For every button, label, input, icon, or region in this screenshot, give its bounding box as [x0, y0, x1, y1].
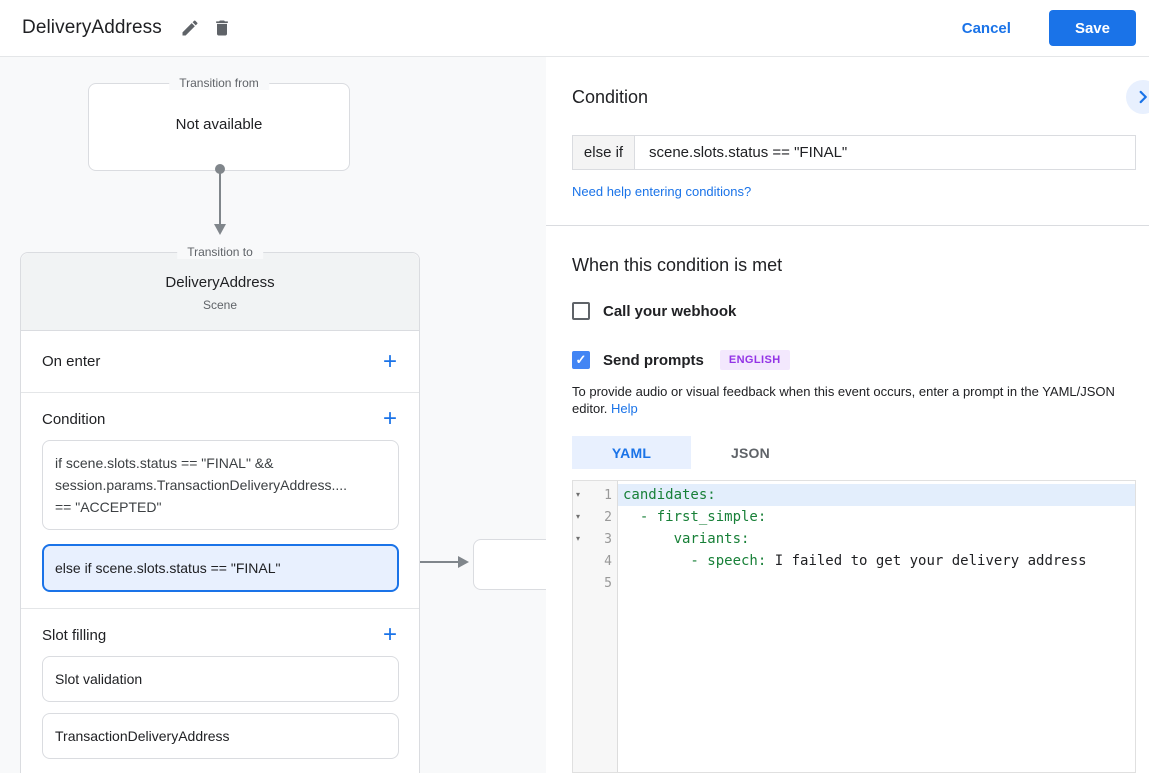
line-number: 2	[604, 509, 612, 525]
fold-icon[interactable]: ▾	[576, 512, 581, 521]
prompts-description: To provide audio or visual feedback when…	[572, 383, 1132, 417]
slot-filling-section: Slot filling + Slot validation Transacti…	[21, 609, 419, 773]
transition-from-content: Not available	[175, 116, 263, 133]
code-line-5	[618, 572, 1135, 594]
gutter-row: 5	[573, 572, 617, 594]
scene-type: Scene	[202, 298, 238, 312]
condition-input-row: else if	[572, 135, 1136, 170]
transition-from-box: Transition from Not available	[88, 76, 350, 171]
yaml-key: candidates:	[623, 487, 716, 503]
condition-title: Condition	[42, 410, 106, 428]
cancel-button[interactable]: Cancel	[952, 12, 1021, 45]
language-badge: ENGLISH	[719, 350, 790, 370]
chevron-right-icon	[1132, 86, 1149, 108]
tab-json[interactable]: JSON	[731, 444, 770, 461]
editor-tabs: YAML JSON	[572, 436, 1136, 469]
section-divider	[546, 225, 1149, 226]
fold-icon[interactable]: ▾	[576, 490, 581, 499]
pencil-icon	[180, 18, 200, 38]
add-condition-button[interactable]: +	[382, 405, 397, 432]
send-prompts-label: Send prompts	[603, 351, 704, 369]
condition-prefix-label: else if	[573, 136, 635, 169]
gutter-row: ▾ 1	[573, 484, 617, 506]
slot-transaction-delivery-address-item[interactable]: TransactionDeliveryAddress	[42, 713, 399, 759]
yaml-key: - speech:	[623, 553, 767, 569]
condition-if-line-1: if scene.slots.status == "FINAL" &&	[55, 455, 274, 471]
add-slot-button[interactable]: +	[382, 621, 397, 648]
help-link[interactable]: Help	[611, 401, 638, 416]
line-number: 5	[604, 575, 612, 591]
yaml-value: I failed to get your delivery address	[766, 553, 1087, 569]
gutter-row: ▾ 3	[573, 528, 617, 550]
trash-icon	[212, 18, 232, 38]
condition-expression-input[interactable]	[635, 136, 1135, 169]
webhook-label: Call your webhook	[603, 302, 737, 320]
condition-help-link[interactable]: Need help entering conditions?	[572, 184, 752, 199]
check-icon: ✓	[575, 352, 587, 367]
page-title: DeliveryAddress	[22, 17, 162, 38]
condition-if-line-3: == "ACCEPTED"	[55, 499, 162, 515]
code-line-3: variants:	[618, 528, 1135, 550]
code-line-4: - speech: I failed to get your delivery …	[618, 550, 1135, 572]
scene-card-header: DeliveryAddress Scene	[21, 253, 419, 331]
condition-item-if[interactable]: if scene.slots.status == "FINAL" && sess…	[42, 440, 399, 530]
condition-detail-panel: Condition else if Need help entering con…	[546, 57, 1149, 773]
send-prompts-checkbox[interactable]: ✓	[572, 351, 590, 369]
save-button[interactable]: Save	[1048, 10, 1136, 46]
transition-from-label: Transition from	[169, 76, 269, 90]
gutter-row: ▾ 2	[573, 506, 617, 528]
prompts-description-text: To provide audio or visual feedback when…	[572, 384, 1115, 416]
transition-to-label: Transition to	[177, 245, 263, 259]
delete-button[interactable]	[208, 14, 236, 42]
editor-gutter: ▾ 1 ▾ 2 ▾ 3 4	[573, 481, 618, 772]
gutter-row: 4	[573, 550, 617, 572]
condition-section: Condition + if scene.slots.status == "FI…	[21, 393, 419, 609]
condition-section-header: Condition +	[42, 405, 399, 432]
line-number: 3	[604, 531, 612, 547]
code-line-2: - first_simple:	[618, 506, 1135, 528]
top-bar: DeliveryAddress Cancel Save	[0, 0, 1149, 57]
on-enter-section: On enter +	[21, 331, 419, 393]
send-prompts-checkbox-row: ✓ Send prompts ENGLISH	[572, 350, 1136, 370]
webhook-checkbox-row: Call your webhook	[572, 302, 1136, 320]
on-enter-title: On enter	[42, 353, 101, 370]
when-met-heading: When this condition is met	[572, 255, 783, 275]
transition-target-box[interactable]	[473, 539, 546, 590]
condition-item-else-if-selected[interactable]: else if scene.slots.status == "FINAL"	[42, 544, 399, 592]
scene-card: Transition to DeliveryAddress Scene On e…	[20, 245, 420, 773]
condition-if-line-2: session.params.TransactionDeliveryAddres…	[55, 477, 348, 493]
slot-filling-title: Slot filling	[42, 626, 107, 644]
main-area: Transition from Not available Transition…	[0, 57, 1149, 773]
edit-button[interactable]	[176, 14, 204, 42]
slot-filling-section-header: Slot filling +	[42, 621, 399, 648]
flow-diagram-panel: Transition from Not available Transition…	[0, 57, 546, 773]
slot-validation-item[interactable]: Slot validation	[42, 656, 399, 702]
line-number: 4	[604, 553, 612, 569]
line-number: 1	[604, 487, 612, 503]
yaml-code-editor: ▾ 1 ▾ 2 ▾ 3 4	[572, 480, 1136, 773]
yaml-key: variants:	[623, 531, 750, 547]
scene-name: DeliveryAddress	[165, 274, 275, 291]
editor-code-area[interactable]: candidates: - first_simple: variants: - …	[618, 481, 1135, 772]
fold-icon[interactable]: ▾	[576, 534, 581, 543]
tab-yaml[interactable]: YAML	[572, 436, 691, 469]
collapse-panel-button[interactable]	[1126, 80, 1149, 114]
webhook-checkbox[interactable]	[572, 302, 590, 320]
add-on-enter-button[interactable]: +	[382, 347, 397, 375]
panel-title: Condition	[572, 87, 649, 107]
code-line-1: candidates:	[618, 484, 1135, 506]
yaml-key: - first_simple:	[623, 509, 767, 525]
